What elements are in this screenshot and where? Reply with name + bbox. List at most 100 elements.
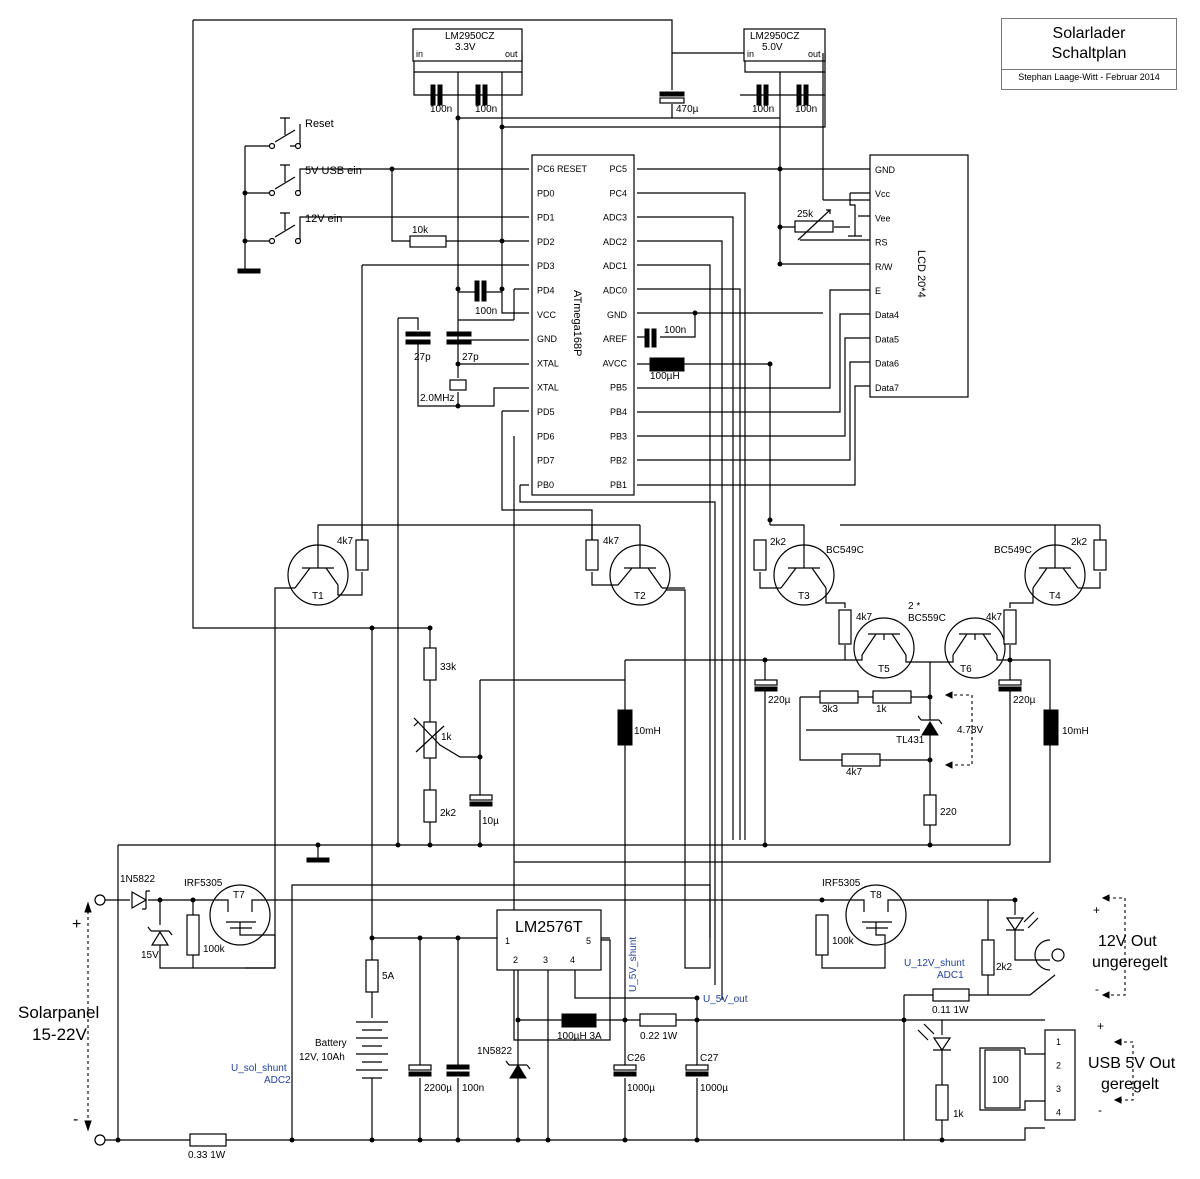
- r33k-label: 33k: [440, 662, 457, 673]
- usb-pin-1: 2: [1056, 1061, 1061, 1071]
- mcu-left-wiring: 100n 27p 27p 2.0MHz: [361, 115, 716, 1041]
- transistor-t1: 4k7 T1: [245, 524, 592, 969]
- mcu-pin-right-2: ADC3: [603, 213, 627, 223]
- mcu-pin-right-12: PB2: [610, 456, 627, 466]
- lm2576-p1: 1: [505, 936, 510, 946]
- switch-usb: 5V USB ein: [245, 164, 529, 197]
- r4k7-tl-label: 4k7: [846, 767, 863, 778]
- subtitle: Schaltplan: [1051, 45, 1127, 62]
- regulator-5v0: LM2950CZ 5.0V in out: [743, 28, 826, 62]
- zener-15v-label: 15V: [141, 950, 159, 961]
- mcu-pin-right-7: AREF: [603, 334, 628, 344]
- cap-220u-b: 220µ: [1013, 695, 1036, 706]
- output-12v: 2k2 0.11 1W U_12V_shunt ADC1 + - 12V Out…: [904, 894, 1168, 1016]
- mcu-pin-right-9: PB5: [610, 383, 627, 393]
- solar-divider: 33k 1k 2k2 10µ 10mH: [413, 625, 765, 1065]
- lcd-pin-5: E: [875, 286, 881, 296]
- t4-label: T4: [1049, 591, 1061, 602]
- r100k-b-label: 100k: [832, 936, 855, 947]
- lm2576-regulator: LM2576T 1 5 2 3 4: [369, 909, 697, 1140]
- cap-100n-a: 100n: [430, 104, 452, 115]
- r2k2-div-label: 2k2: [440, 808, 457, 819]
- fuse-label: 5A: [382, 971, 395, 982]
- reg50-name: LM2950CZ: [750, 31, 799, 42]
- usb-pin-0: 1: [1056, 1037, 1061, 1047]
- switch-12v-label: 12V ein: [305, 213, 342, 225]
- r011-label: 0.11 1W: [932, 1005, 969, 1016]
- mcu-pin-left-6: VCC: [537, 310, 557, 320]
- pot-1k-label: 1k: [441, 732, 453, 743]
- switch-usb-label: 5V USB ein: [305, 165, 362, 177]
- r2k2-led-label: 2k2: [996, 962, 1013, 973]
- net-adc2: ADC2: [264, 1075, 291, 1086]
- mcu-pin-right-3: ADC2: [603, 237, 627, 247]
- r1k-tl-label: 1k: [876, 704, 888, 715]
- lcd-pin-9: Data7: [875, 383, 899, 393]
- mcu-pin-left-0: PC6 RESET: [537, 164, 588, 174]
- usb-label-1: USB 5V Out: [1088, 1055, 1176, 1072]
- cap-2200u: 2200µ: [424, 1083, 452, 1094]
- mcu-pin-right-6: GND: [607, 310, 628, 320]
- t8-label: T8: [870, 890, 882, 901]
- mcu-pin-left-1: PD0: [537, 188, 555, 198]
- r1k-led-label: 1k: [953, 1109, 965, 1120]
- net-adc1: ADC1: [937, 970, 964, 981]
- mcu-pin-left-11: PD6: [537, 431, 555, 441]
- mcu-pin-right-4: ADC1: [603, 261, 627, 271]
- solar-plus: +: [72, 916, 81, 933]
- cap-100n-d: 100n: [795, 104, 817, 115]
- reg33-in: in: [416, 49, 423, 59]
- reg50-value: 5.0V: [762, 42, 783, 53]
- net-u-5v-out: U_5V_out: [703, 994, 748, 1005]
- transistor-t3: 2k2 BC549C T3: [753, 517, 864, 608]
- mcu-pin-left-7: GND: [537, 334, 558, 344]
- t2-label: T2: [634, 591, 646, 602]
- battery-label-1: Battery: [315, 1038, 347, 1049]
- out12-label-2: ungeregelt: [1092, 954, 1168, 971]
- lcd-name: LCD 20*4: [915, 250, 927, 298]
- t7-label: T7: [233, 890, 245, 901]
- tl431-reference: 3k3 1k 4k7 TL431 220 4.78V: [799, 690, 983, 845]
- cap-100n-aref: 100n: [664, 325, 686, 336]
- r100-usb-label: 100: [992, 1075, 1009, 1086]
- lcd-pin-8: Data6: [875, 359, 899, 369]
- transistor-t5: 4k7 2 * BC559C T5: [764, 601, 946, 695]
- mosfet-t8: 100k IRF5305 T8: [815, 878, 1016, 969]
- mcu-pin-left-5: PD4: [537, 286, 555, 296]
- crystal-label: 2.0MHz: [420, 393, 454, 404]
- r220-label: 220: [940, 807, 957, 818]
- mcu-pin-left-4: PD3: [537, 261, 555, 271]
- mcu-pin-right-5: ADC0: [603, 286, 627, 296]
- t2-r4k7: 4k7: [603, 536, 620, 547]
- mcu-pin-right-10: PB4: [610, 407, 627, 417]
- solar-label-2: 15-22V: [32, 1025, 87, 1044]
- t4-r2k2: 2k2: [1071, 537, 1088, 548]
- cap-27p-b: 27p: [462, 352, 479, 363]
- lm2576-p2: 2: [513, 955, 518, 965]
- lcd-20x4: LCD 20*4 GNDVccVeeRSR/WEData4Data5Data6D…: [777, 154, 969, 398]
- net-u-sol-shunt: U_sol_shunt: [231, 1063, 287, 1074]
- t3-r2k2: 2k2: [770, 537, 787, 548]
- t5-label: T5: [878, 664, 890, 675]
- switch-12v: 12V ein: [245, 212, 529, 245]
- r100k-a-label: 100k: [203, 944, 226, 955]
- usb-minus: -: [1098, 1103, 1102, 1117]
- usb-plus: +: [1097, 1019, 1104, 1033]
- lcd-pin-4: R/W: [875, 262, 893, 272]
- t3-label: T3: [798, 591, 810, 602]
- cap-c27-val: 1000µ: [700, 1083, 728, 1094]
- out12-plus: +: [1093, 903, 1100, 917]
- cap-100n-mcu: 100n: [475, 306, 497, 317]
- cap-100n-b: 100n: [475, 104, 497, 115]
- mcu-pin-right-11: PB3: [610, 431, 627, 441]
- inductor-100uh-3a: 100µH 3A: [557, 1031, 602, 1042]
- transistor-t2: 4k7 T2: [585, 525, 685, 606]
- title-block: Solarlader Schaltplan Stephan Laage-Witt…: [1001, 18, 1177, 90]
- lm2576-name: LM2576T: [515, 919, 583, 936]
- mcu-name: ATmega168P: [571, 290, 583, 356]
- battery-label-2: 12V, 10Ah: [299, 1052, 345, 1063]
- tl431-voltage: 4.78V: [957, 725, 983, 736]
- t5-count: 2 *: [908, 601, 920, 612]
